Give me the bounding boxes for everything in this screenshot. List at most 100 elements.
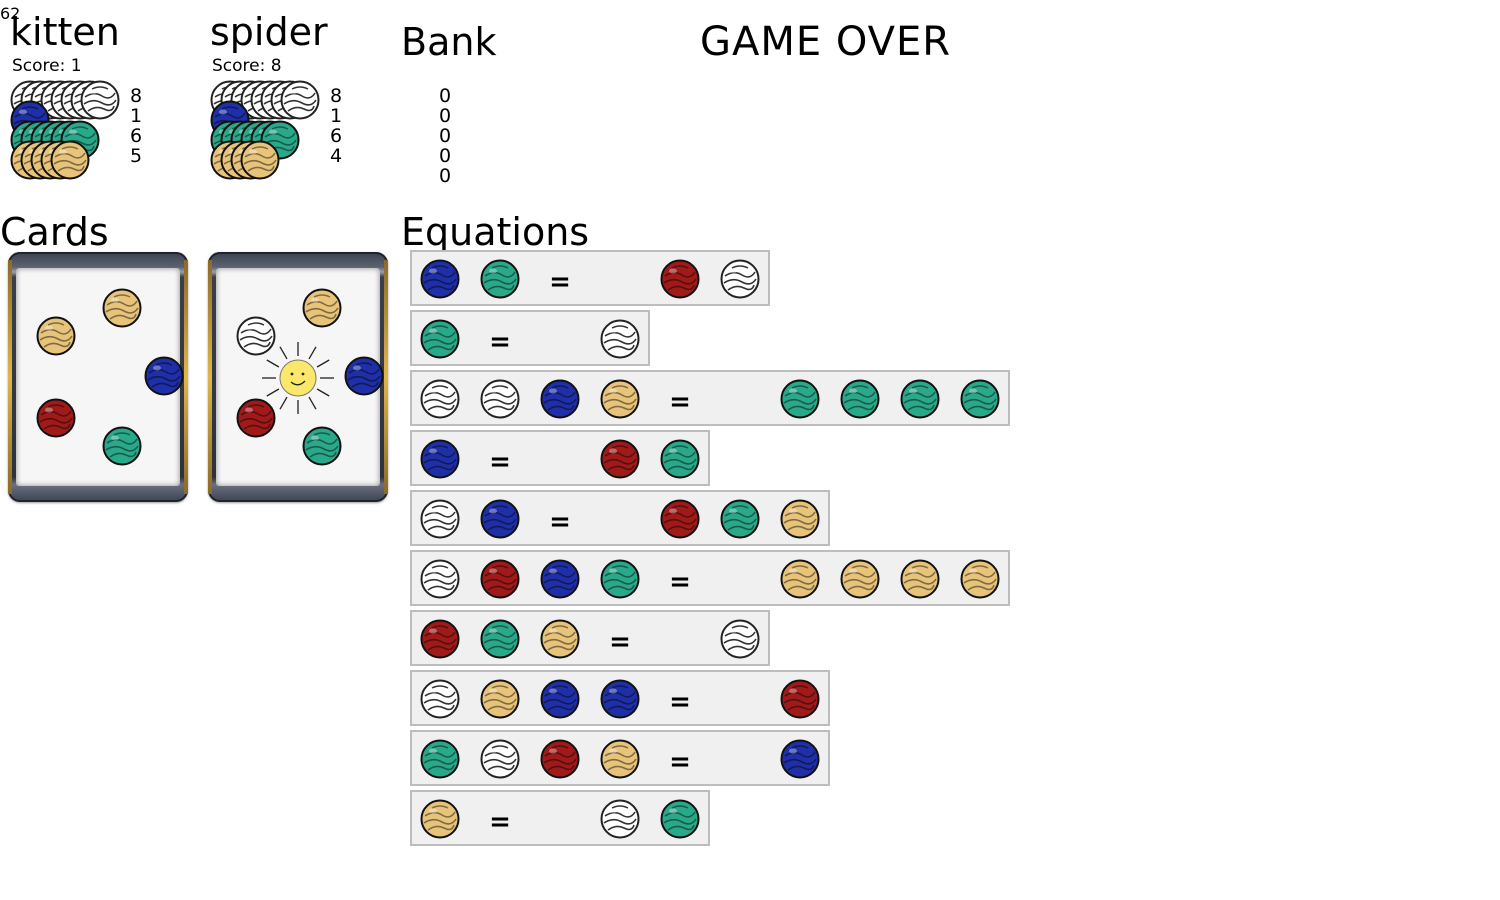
- equation-gem-white-icon: [420, 679, 460, 719]
- player-gem-white-icon: [80, 80, 120, 120]
- equation-gem-white-icon: [600, 799, 640, 839]
- player-score-kitten: Score: 1: [12, 56, 82, 76]
- equation-gem-white-icon: [420, 379, 460, 419]
- game-over-status: GAME OVER: [700, 19, 952, 65]
- equation-gem-white-icon: [480, 739, 520, 779]
- equation-gem-yellow-icon: [540, 619, 580, 659]
- equation-gem-green-icon: [900, 379, 940, 419]
- equation-gem-yellow-icon: [480, 679, 520, 719]
- equation-gem-red-icon: [600, 439, 640, 479]
- spider-count-white: 8: [330, 85, 343, 107]
- bank-count-white: 0: [439, 85, 452, 107]
- equations-title: Equations: [401, 210, 590, 254]
- card-gem-blue-icon: [344, 356, 384, 396]
- equation-gem-yellow-icon: [900, 559, 940, 599]
- equation-gem-white-icon: [480, 379, 520, 419]
- player-gem-yellow-icon: [50, 140, 90, 180]
- bank-count-green: 0: [439, 125, 452, 147]
- equation-row[interactable]: =: [410, 430, 710, 486]
- equation-row[interactable]: =: [410, 310, 650, 366]
- equals-sign: =: [669, 747, 691, 777]
- bank-count-blue: 0: [439, 105, 452, 127]
- card-1-face: [16, 268, 184, 486]
- equation-gem-green-icon: [660, 799, 700, 839]
- spider-count-yellow: 4: [330, 145, 343, 167]
- kitten-count-yellow: 5: [130, 145, 143, 167]
- equation-gem-green-icon: [780, 379, 820, 419]
- equation-gem-blue-icon: [540, 559, 580, 599]
- equation-gem-red-icon: [540, 739, 580, 779]
- equation-gem-green-icon: [600, 559, 640, 599]
- card-gem-yellow-icon: [102, 288, 142, 328]
- equation-gem-blue-icon: [420, 259, 460, 299]
- card-gem-green-icon: [102, 426, 142, 466]
- bank-count-yellow: 0: [439, 165, 452, 187]
- card-gem-yellow-icon: [36, 316, 76, 356]
- equals-sign: =: [669, 567, 691, 597]
- equation-gem-blue-icon: [540, 379, 580, 419]
- equation-gem-green-icon: [960, 379, 1000, 419]
- equation-gem-white-icon: [720, 619, 760, 659]
- equals-sign: =: [489, 327, 511, 357]
- equation-gem-green-icon: [420, 739, 460, 779]
- equation-gem-yellow-icon: [600, 379, 640, 419]
- equation-gem-red-icon: [780, 679, 820, 719]
- equation-gem-blue-icon: [780, 739, 820, 779]
- cards-title: Cards: [0, 210, 109, 254]
- card-2-face: [216, 268, 384, 486]
- equation-gem-green-icon: [840, 379, 880, 419]
- equation-row[interactable]: =: [410, 370, 1010, 426]
- equation-gem-yellow-icon: [600, 739, 640, 779]
- kitten-count-green: 6: [130, 125, 143, 147]
- equation-gem-red-icon: [420, 619, 460, 659]
- equation-gem-yellow-icon: [780, 559, 820, 599]
- card-gem-yellow-icon: [302, 288, 342, 328]
- card-gem-green-icon: [302, 426, 342, 466]
- equation-gem-green-icon: [720, 499, 760, 539]
- equation-gem-white-icon: [600, 319, 640, 359]
- equation-gem-yellow-icon: [780, 499, 820, 539]
- player-score-spider: Score: 8: [212, 56, 282, 76]
- equation-row[interactable]: =: [410, 670, 830, 726]
- equation-gem-blue-icon: [420, 439, 460, 479]
- equation-gem-red-icon: [660, 499, 700, 539]
- kitten-count-white: 8: [130, 85, 143, 107]
- equation-gem-red-icon: [480, 559, 520, 599]
- equals-sign: =: [489, 447, 511, 477]
- equation-row[interactable]: =: [410, 610, 770, 666]
- card-1[interactable]: [8, 252, 188, 502]
- bank-title: Bank: [401, 20, 497, 64]
- card-gem-red-icon: [36, 398, 76, 438]
- player-gem-yellow-icon: [240, 140, 280, 180]
- equation-gem-green-icon: [480, 259, 520, 299]
- player-gem-white-icon: [280, 80, 320, 120]
- player-name-spider: spider: [210, 10, 328, 54]
- equation-gem-white-icon: [420, 559, 460, 599]
- equation-row[interactable]: =: [410, 790, 710, 846]
- equation-gem-white-icon: [420, 499, 460, 539]
- player-name-kitten: kitten: [10, 10, 120, 54]
- equation-gem-red-icon: [660, 259, 700, 299]
- equation-row[interactable]: =: [410, 550, 1010, 606]
- spider-count-green: 6: [330, 125, 343, 147]
- equation-row[interactable]: =: [410, 490, 830, 546]
- kitten-count-blue: 1: [130, 105, 143, 127]
- equals-sign: =: [669, 387, 691, 417]
- equals-sign: =: [669, 687, 691, 717]
- card-gem-blue-icon: [144, 356, 184, 396]
- equals-sign: =: [549, 267, 571, 297]
- equation-gem-green-icon: [480, 619, 520, 659]
- equation-gem-white-icon: [720, 259, 760, 299]
- card-gem-white-icon: [236, 316, 276, 356]
- equation-row[interactable]: =: [410, 730, 830, 786]
- spider-count-blue: 1: [330, 105, 343, 127]
- card-2[interactable]: [208, 252, 388, 502]
- equation-row[interactable]: =: [410, 250, 770, 306]
- equals-sign: =: [489, 807, 511, 837]
- equation-gem-blue-icon: [540, 679, 580, 719]
- equals-sign: =: [609, 627, 631, 657]
- equation-gem-yellow-icon: [420, 799, 460, 839]
- equation-gem-blue-icon: [480, 499, 520, 539]
- equation-gem-yellow-icon: [840, 559, 880, 599]
- equation-gem-yellow-icon: [960, 559, 1000, 599]
